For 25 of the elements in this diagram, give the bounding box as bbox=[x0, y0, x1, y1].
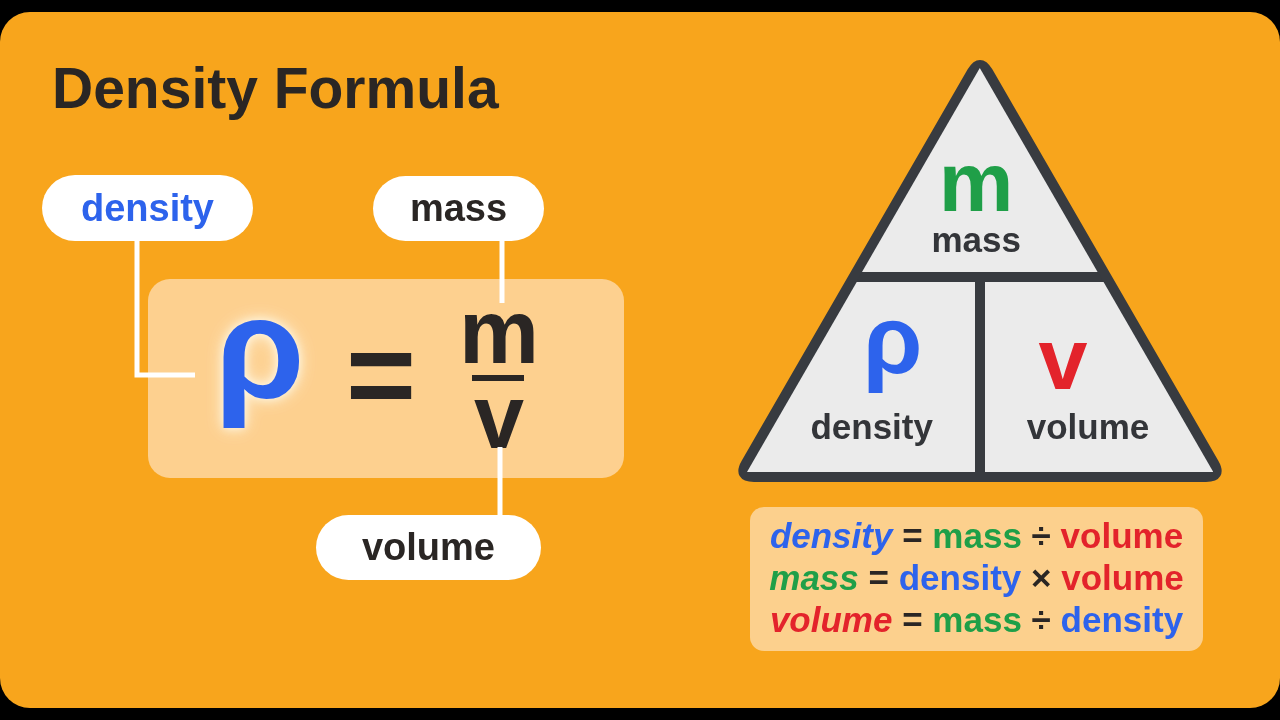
formula-line: density = mass ÷ volume bbox=[769, 515, 1184, 557]
triangle-section bbox=[985, 282, 1214, 472]
leader-line bbox=[497, 447, 503, 515]
leader-line bbox=[134, 241, 195, 378]
label-bubble: density bbox=[42, 175, 253, 241]
title: Density Formula bbox=[52, 55, 499, 121]
v-symbol: v bbox=[1038, 330, 1088, 388]
triangle-section bbox=[862, 68, 1098, 272]
formula-panel bbox=[148, 279, 624, 478]
m-symbol: m bbox=[459, 303, 539, 362]
equals-sign: = bbox=[346, 344, 417, 404]
v-symbol: v bbox=[473, 388, 525, 447]
quantity-label: volume bbox=[1026, 407, 1150, 447]
formula-line: mass = density × volume bbox=[769, 557, 1184, 599]
formula-line: volume = mass ÷ density bbox=[769, 599, 1184, 641]
quantity-label: mass bbox=[931, 220, 1021, 260]
triangle-section bbox=[746, 282, 975, 472]
rho-symbol: ρ bbox=[195, 286, 305, 428]
label-bubble: volume bbox=[316, 515, 541, 580]
leader-line bbox=[499, 241, 505, 303]
formula-list-panel bbox=[750, 507, 1203, 651]
rho-symbol: ρ bbox=[863, 300, 923, 392]
label-bubble: mass bbox=[373, 176, 544, 241]
quantity-label: density bbox=[810, 407, 933, 447]
m-symbol: m bbox=[938, 155, 1014, 210]
